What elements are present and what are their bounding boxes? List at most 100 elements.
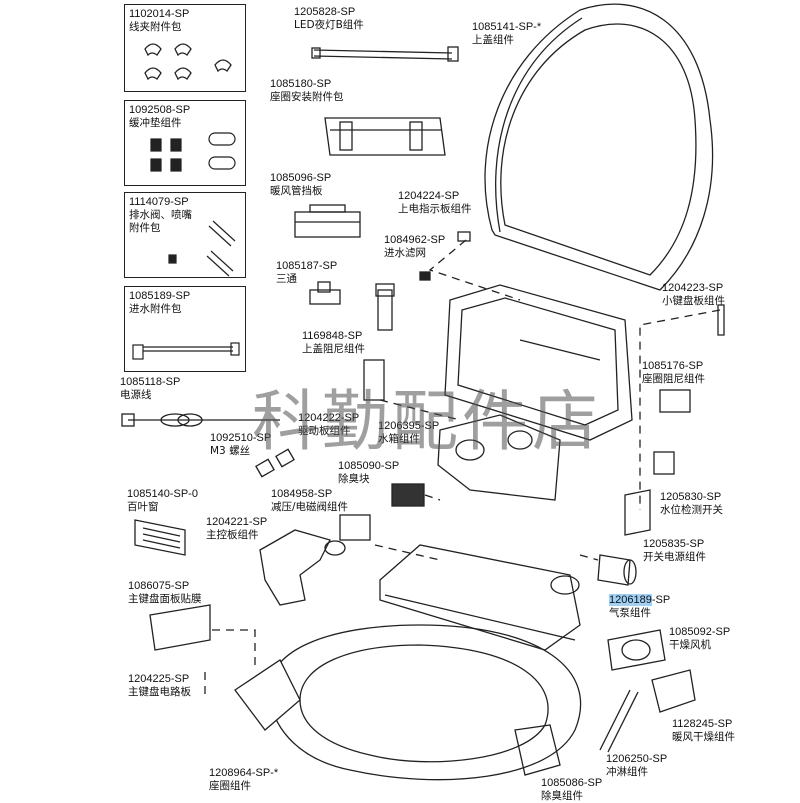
part-name: 百叶窗 — [127, 501, 159, 513]
water-tank-drawing — [437, 414, 561, 501]
part-number[interactable]: 1092510-SP — [210, 432, 272, 444]
part-number[interactable]: 1085176-SP — [642, 360, 704, 372]
part-number[interactable]: 1085086-SP — [541, 777, 603, 789]
deodor-block-drawing — [391, 483, 425, 507]
part-name: 座圈安装附件包 — [270, 91, 344, 103]
power-cord-drawing — [121, 413, 280, 427]
label-warm-air-baffle: 1085096-SP 暖风管挡板 — [270, 172, 331, 198]
part-name-line2: 附件包 — [129, 222, 161, 234]
seat-damper-drawing — [659, 389, 691, 413]
part-name: 气泵组件 — [609, 607, 651, 619]
kit-box-cable-clips: 1102014-SP 线夹附件包 — [124, 4, 246, 92]
tee-drawing — [309, 281, 341, 305]
washer-nozzle-drawing — [599, 689, 639, 753]
label-seat-ring: 1208964-SP-* 座圈组件 — [209, 767, 278, 793]
label-power-cord: 1085118-SP 电源线 — [120, 376, 180, 402]
part-number[interactable]: 1085180-SP — [270, 78, 332, 90]
part-name: 电源线 — [120, 389, 152, 401]
part-name: 暖风干燥组件 — [672, 731, 735, 743]
part-number[interactable]: 1208964-SP-* — [209, 767, 279, 779]
label-keyboard-circuit: 1204225-SP 主键盘电路板 — [128, 673, 191, 699]
part-name: LED夜灯B组件 — [294, 19, 364, 31]
driver-board-drawing — [363, 359, 385, 401]
label-led-night-light: 1205828-SP LED夜灯B组件 — [294, 6, 364, 32]
label-power-indicator: 1204224-SP 上电指示板组件 — [398, 190, 472, 216]
drain-nozzle-icons — [168, 220, 236, 277]
part-number[interactable]: 1128245-SP — [672, 718, 733, 730]
bottom-chassis-drawing — [379, 544, 581, 651]
part-number[interactable]: 1204223-SP — [662, 282, 724, 294]
part-number[interactable]: 1085141-SP-* — [472, 21, 542, 33]
part-number[interactable]: 1092508-SP — [129, 104, 191, 116]
part-name: 主键盘面板贴膜 — [128, 593, 202, 605]
part-name: 进水滤网 — [384, 247, 426, 259]
label-inlet-filter: 1084962-SP 进水滤网 — [384, 234, 445, 260]
part-number[interactable]: 1205830-SP — [660, 491, 722, 503]
label-small-keypad: 1204223-SP 小键盘板组件 — [662, 282, 725, 308]
cable-clip-icons — [144, 43, 232, 81]
part-number[interactable]: 1086075-SP — [128, 580, 190, 592]
m3-screws-drawing — [255, 448, 295, 478]
label-louver: 1085140-SP-0 百叶窗 — [127, 488, 198, 514]
part-number[interactable]: 1085092-SP — [669, 626, 731, 638]
kit-box-buffer-pads: 1092508-SP 缓冲垫组件 — [124, 100, 246, 186]
part-number[interactable]: 1085189-SP — [129, 290, 191, 302]
part-name: 座圈阻尼组件 — [642, 373, 705, 385]
part-number[interactable]: 1205835-SP — [643, 538, 705, 550]
part-number[interactable]: 1206250-SP — [606, 753, 668, 765]
part-number[interactable]: 1084958-SP — [271, 488, 333, 500]
part-number[interactable]: 1114079-SP — [129, 196, 189, 208]
louver-drawing — [134, 519, 186, 556]
part-number[interactable]: 1102014-SP — [129, 8, 190, 20]
main-housing-drawing — [444, 284, 633, 441]
lid-assembly-drawing — [484, 3, 714, 291]
label-keyboard-sticker: 1086075-SP 主键盘面板贴膜 — [128, 580, 202, 606]
label-seat-mount-kit: 1085180-SP 座圈安装附件包 — [270, 78, 344, 104]
label-drying-fan: 1085092-SP 干燥风机 — [669, 626, 730, 652]
part-number[interactable]: 1169848-SP — [302, 330, 363, 342]
part-number[interactable]: 1206395-SP — [378, 420, 440, 432]
part-number-selected[interactable]: 1206189-SP — [609, 594, 670, 607]
part-number[interactable]: 1204224-SP — [398, 190, 460, 202]
keyboard-panel-sticker-drawing — [149, 604, 211, 651]
part-number[interactable]: 1204222-SP — [298, 412, 360, 424]
part-name: 排水阀、喷嘴 — [129, 209, 192, 221]
seat-ring-drawing — [234, 624, 582, 781]
part-name: 开关电源组件 — [643, 551, 706, 563]
part-number[interactable]: 1084962-SP — [384, 234, 446, 246]
label-lid-damper: 1169848-SP 上盖阻尼组件 — [302, 330, 365, 356]
part-number[interactable]: 1085187-SP — [276, 260, 338, 272]
part-number[interactable]: 1085118-SP — [120, 376, 181, 388]
part-name: 除臭组件 — [541, 790, 583, 802]
filter-screen-drawing — [419, 271, 431, 281]
part-number[interactable]: 1204221-SP — [206, 516, 268, 528]
part-number[interactable]: 1085140-SP-0 — [127, 488, 198, 500]
part-name: 干燥风机 — [669, 639, 711, 651]
label-seat-damper: 1085176-SP 座圈阻尼组件 — [642, 360, 705, 386]
part-number[interactable]: 1085096-SP — [270, 172, 332, 184]
part-name: 三通 — [276, 273, 297, 285]
label-water-level-switch: 1205830-SP 水位检测开关 — [660, 491, 723, 517]
part-name: 上盖组件 — [472, 34, 514, 46]
part-name: 冲淋组件 — [606, 766, 648, 778]
selected-text[interactable]: 1206189 — [609, 594, 652, 606]
lid-damper-drawing — [375, 283, 395, 331]
inlet-hose-icon — [132, 342, 240, 360]
label-main-control-board: 1204221-SP 主控板组件 — [206, 516, 267, 542]
part-name: 上盖阻尼组件 — [302, 343, 365, 355]
buffer-pad-icons — [150, 132, 236, 172]
part-name: 小键盘板组件 — [662, 295, 725, 307]
part-name: 驱动板组件 — [298, 425, 351, 437]
baffle-drawing — [294, 204, 361, 238]
part-name: 水箱组件 — [378, 433, 420, 445]
part-number[interactable]: 1085090-SP — [338, 460, 400, 472]
part-number[interactable]: 1205828-SP — [294, 6, 356, 18]
label-tee: 1085187-SP 三通 — [276, 260, 337, 286]
part-number[interactable]: 1204225-SP — [128, 673, 190, 685]
kit-box-drain-nozzle: 1114079-SP 排水阀、喷嘴 附件包 — [124, 192, 246, 278]
part-name: 减压/电磁阀组件 — [271, 501, 349, 513]
main-control-board-drawing — [259, 529, 331, 606]
solenoid-valve-drawing — [324, 514, 371, 556]
part-name: 线夹附件包 — [129, 21, 182, 33]
seat-mount-kit-drawing — [324, 117, 446, 156]
